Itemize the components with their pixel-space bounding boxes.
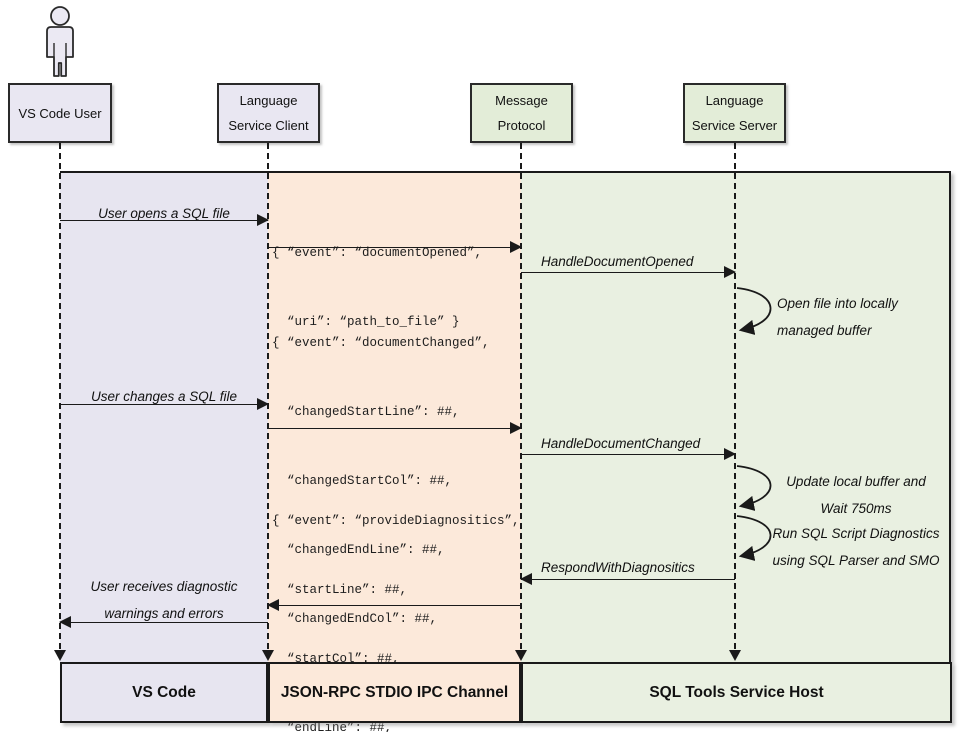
message-label-respond-with-diagnostics: RespondWithDiagnositics bbox=[541, 560, 695, 575]
participant-label: Language bbox=[239, 93, 298, 108]
message-arrow-handle-document-changed bbox=[521, 448, 736, 460]
participant-label: VS Code User bbox=[18, 105, 102, 121]
lifeline-client bbox=[267, 143, 269, 649]
message-arrow-user-receives bbox=[59, 616, 268, 628]
lifeline-end-arrow bbox=[515, 650, 527, 661]
participant-label: Protocol bbox=[497, 118, 546, 133]
band-vscode bbox=[60, 173, 268, 662]
message-arrow-provide-diagnostics bbox=[267, 599, 521, 611]
lifeline-end-arrow bbox=[729, 650, 741, 661]
participant-label: Service Client bbox=[228, 118, 309, 133]
note-update-buffer: Update local buffer and Wait 750ms bbox=[786, 474, 926, 516]
message-arrow-document-changed bbox=[268, 422, 522, 434]
message-arrow-handle-document-opened bbox=[521, 266, 736, 278]
message-arrow-user-opens bbox=[60, 214, 269, 226]
participant-vscode-user: VS Code User bbox=[8, 83, 112, 143]
participant-label: Service Server bbox=[691, 118, 778, 133]
footer-service-host: SQL Tools Service Host bbox=[521, 662, 952, 723]
message-label-user-receives: User receives diagnostic warnings and er… bbox=[90, 579, 238, 621]
note-open-file: Open file into locally managed buffer bbox=[777, 296, 898, 338]
band-ipc-channel bbox=[268, 173, 521, 662]
message-label-user-opens: User opens a SQL file bbox=[98, 206, 230, 221]
footer-ipc-channel: JSON-RPC STDIO IPC Channel bbox=[268, 662, 521, 723]
lifeline-protocol bbox=[520, 143, 522, 649]
payload-provide-diagnostics: { “event”: “provideDiagnositics”, “start… bbox=[272, 514, 520, 732]
note-run-diagnostics: Run SQL Script Diagnostics using SQL Par… bbox=[772, 526, 940, 568]
lifeline-user bbox=[59, 143, 61, 649]
participant-label: Message bbox=[495, 93, 548, 108]
message-label-handle-document-opened: HandleDocumentOpened bbox=[541, 254, 694, 269]
participant-language-service-server: Language Service Server bbox=[683, 83, 786, 143]
message-label-user-changes: User changes a SQL file bbox=[90, 389, 238, 404]
message-arrow-document-opened bbox=[268, 241, 522, 253]
lifeline-server bbox=[734, 143, 736, 649]
user-actor-icon bbox=[46, 6, 74, 77]
footer-vscode: VS Code bbox=[60, 662, 268, 723]
participant-language-service-client: Language Service Client bbox=[217, 83, 320, 143]
message-arrow-respond-with-diagnostics bbox=[520, 573, 735, 585]
lifeline-end-arrow bbox=[262, 650, 274, 661]
lifeline-end-arrow bbox=[54, 650, 66, 661]
participant-message-protocol: Message Protocol bbox=[470, 83, 573, 143]
payload-document-opened: { “event”: “documentOpened”, “uri”: “pat… bbox=[272, 246, 483, 329]
message-label-handle-document-changed: HandleDocumentChanged bbox=[541, 436, 701, 451]
message-arrow-user-changes bbox=[60, 398, 269, 410]
participant-label: Language bbox=[705, 93, 764, 108]
